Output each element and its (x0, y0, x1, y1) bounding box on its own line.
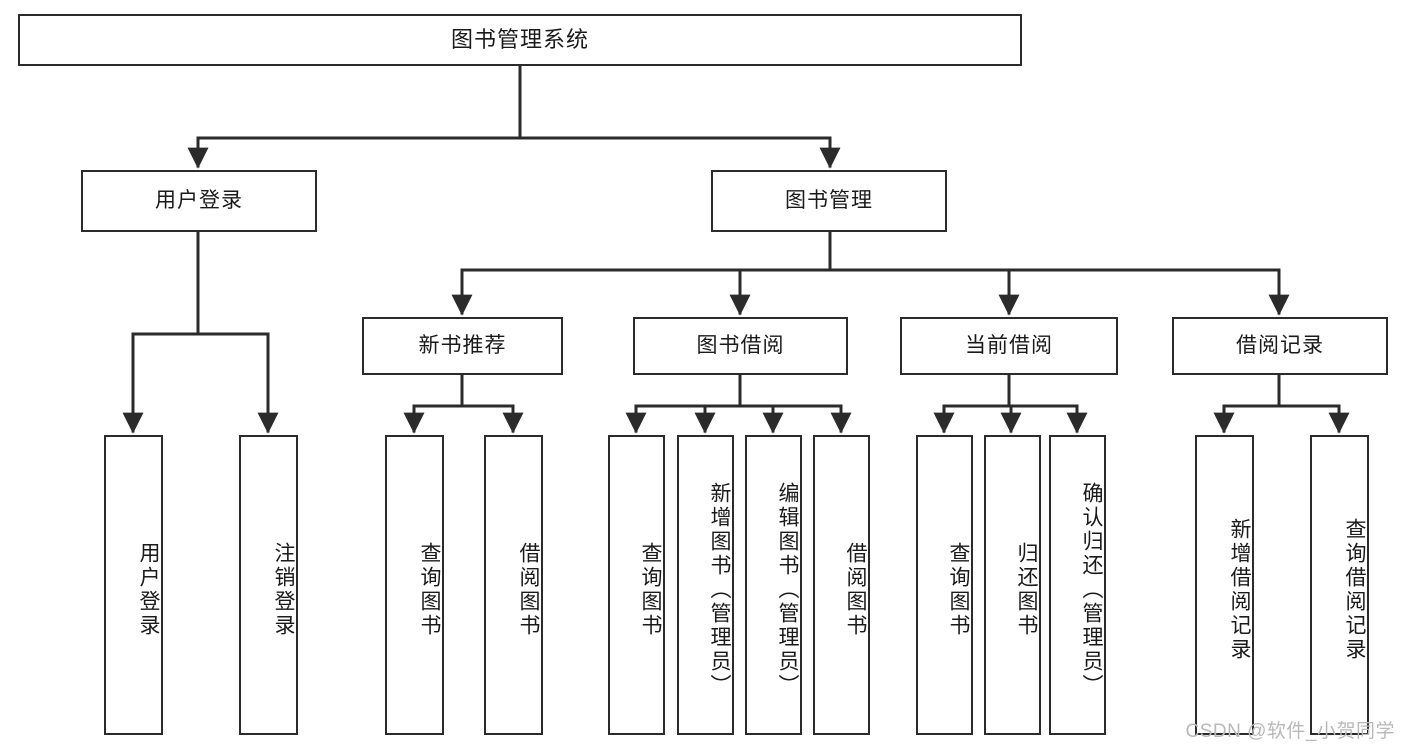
node-label: 新书推荐 (418, 334, 507, 358)
leaf-logout[interactable]: 注销登录 (239, 435, 298, 735)
node-label: 借阅图书 (517, 542, 540, 638)
leaf-query-book-borrow[interactable]: 查询图书 (608, 435, 665, 735)
leaf-return-book[interactable]: 归还图书 (984, 435, 1041, 735)
node-book-management[interactable]: 图书管理 (711, 170, 947, 232)
node-label: 图书借阅 (696, 334, 785, 358)
node-label: 查询图书 (639, 542, 662, 638)
node-new-book-recommend[interactable]: 新书推荐 (362, 317, 563, 375)
node-book-management-system[interactable]: 图书管理系统 (18, 14, 1022, 66)
node-label: 注销登录 (272, 542, 295, 638)
node-label: 借阅图书 (844, 542, 867, 638)
leaf-user-login[interactable]: 用户登录 (104, 435, 163, 735)
node-label: 图书管理系统 (450, 26, 589, 52)
node-label: 确认归还（管理员） (1080, 482, 1103, 698)
node-label: 当前借阅 (965, 334, 1053, 358)
node-label: 用户登录 (137, 542, 160, 638)
leaf-borrow-book-new-recommend[interactable]: 借阅图书 (484, 435, 543, 735)
node-label: 查询图书 (418, 542, 441, 638)
node-label: 新增图书（管理员） (708, 482, 731, 698)
node-label: 图书管理 (785, 189, 873, 213)
leaf-query-book-current[interactable]: 查询图书 (916, 435, 973, 735)
node-label: 查询图书 (947, 542, 970, 638)
leaf-query-borrow-record[interactable]: 查询借阅记录 (1310, 435, 1369, 735)
node-current-borrow[interactable]: 当前借阅 (900, 317, 1118, 375)
leaf-confirm-return[interactable]: 确认归还（管理员） (1049, 435, 1106, 735)
node-book-borrow[interactable]: 图书借阅 (633, 317, 848, 375)
node-label: 新增借阅记录 (1228, 518, 1251, 662)
leaf-add-borrow-record[interactable]: 新增借阅记录 (1195, 435, 1254, 735)
node-label: 编辑图书（管理员） (776, 482, 799, 698)
node-user-login[interactable]: 用户登录 (81, 170, 317, 232)
node-borrow-record[interactable]: 借阅记录 (1172, 317, 1388, 375)
node-label: 用户登录 (155, 189, 243, 213)
node-label: 借阅记录 (1236, 334, 1324, 358)
leaf-query-book-new-recommend[interactable]: 查询图书 (385, 435, 444, 735)
leaf-borrow-book[interactable]: 借阅图书 (813, 435, 870, 735)
csdn-watermark: CSDN @软件_小贺同学 (1185, 721, 1395, 742)
node-label: 查询借阅记录 (1343, 518, 1366, 662)
node-label: 归还图书 (1015, 542, 1038, 638)
leaf-edit-book[interactable]: 编辑图书（管理员） (745, 435, 802, 735)
leaf-add-book[interactable]: 新增图书（管理员） (677, 435, 734, 735)
